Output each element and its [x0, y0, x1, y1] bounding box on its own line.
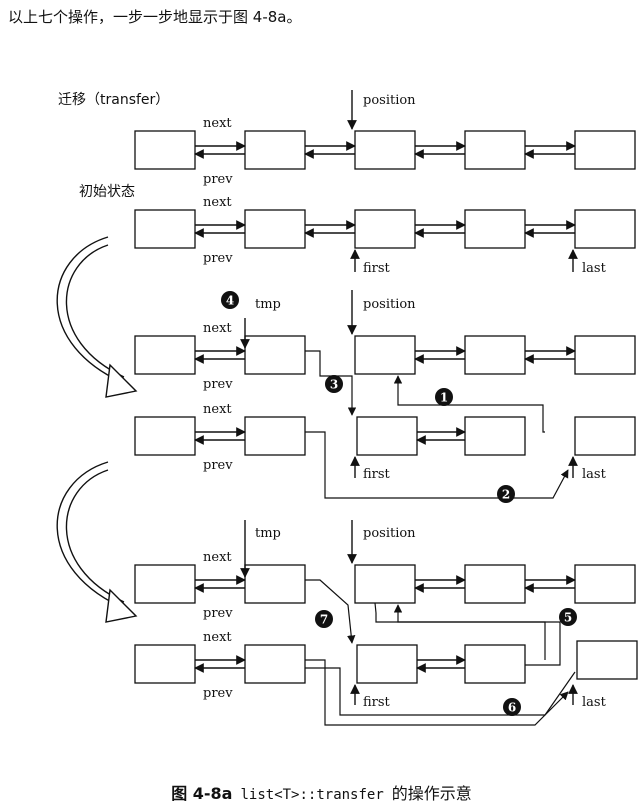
step1-path [393, 375, 545, 433]
row2-node-3 [464, 209, 526, 249]
step-curve-1-head [105, 363, 138, 398]
step5-path-b [374, 602, 561, 666]
row1-node-3 [464, 130, 526, 170]
step-curve-1 [56, 236, 129, 386]
next-label-row4: next [203, 402, 232, 417]
badge-1 [435, 388, 453, 406]
row3-tmp-label: tmp [255, 297, 281, 312]
row4-node-0 [134, 416, 196, 456]
row2-node-2 [354, 209, 416, 249]
step-curve-1-inner [65, 244, 125, 378]
badge-3 [325, 375, 343, 393]
row3-node-0 [134, 335, 196, 375]
step2-path [305, 431, 569, 499]
intro-text: 以上七个操作，一步一步地显示于图 4-8a。 [8, 8, 302, 26]
prev-label-row2: prev [203, 251, 233, 266]
badge-6-number: 6 [508, 701, 516, 715]
row4-first-label: first [363, 467, 391, 482]
row1-node-0 [134, 130, 196, 170]
row1-node-4 [574, 130, 636, 170]
badge-2-number: 2 [502, 488, 510, 502]
row6-last-label: last [582, 695, 607, 710]
row5-position-label: position [363, 526, 416, 541]
caption-code: list<T>::transfer [240, 787, 384, 803]
row4-node-3 [464, 416, 526, 456]
row2-node-1 [244, 209, 306, 249]
badge-4-number: 4 [226, 294, 234, 308]
row2-last-label: last [582, 261, 607, 276]
row2-node-4 [574, 209, 636, 249]
badge-7 [315, 610, 333, 628]
step-curves [56, 236, 138, 623]
step-curve-2-head [105, 588, 138, 623]
prev-label-row4: prev [203, 458, 233, 473]
badge-3-number: 3 [330, 378, 338, 392]
badge-5 [559, 608, 577, 626]
list-nodes [134, 130, 638, 684]
step7-path [305, 579, 356, 644]
next-label-row6: next [203, 630, 232, 645]
prev-label-row3: prev [203, 377, 233, 392]
next-label-row2: next [203, 195, 232, 210]
badge-5-number: 5 [564, 611, 572, 625]
row2-first-label: first [363, 261, 391, 276]
row3-node-3 [464, 335, 526, 375]
step-curve-2-inner [65, 469, 125, 603]
row6-node-1 [244, 644, 306, 684]
prev-label-row1: prev [203, 172, 233, 187]
row6-first-label: first [363, 695, 391, 710]
row2-node-0 [134, 209, 196, 249]
row6-node-4 [576, 640, 638, 680]
row4-node-2 [356, 416, 418, 456]
transfer-paths [305, 350, 576, 726]
row4-node-4 [574, 416, 636, 456]
badge-4 [221, 291, 239, 309]
row5-node-0 [134, 564, 196, 604]
figure-caption: 图 4-8a list<T>::transfer 的操作示意 [0, 780, 643, 804]
badge-6 [503, 698, 521, 716]
row1-node-1 [244, 130, 306, 170]
row3-node-2 [354, 335, 416, 375]
badge-7-number: 7 [320, 613, 328, 627]
prev-label-row6: prev [203, 686, 233, 701]
row5-node-3 [464, 564, 526, 604]
row6-node-2 [356, 644, 418, 684]
row6-node-0 [134, 644, 196, 684]
row3-node-1 [244, 335, 306, 375]
row1-node-2 [354, 130, 416, 170]
step6-path-b [305, 667, 576, 716]
figure-number: 图 4-8a [171, 784, 233, 803]
row3-position-label: position [363, 297, 416, 312]
row3-node-4 [574, 335, 636, 375]
next-label-row3: next [203, 321, 232, 336]
initial-state-label: 初始状态 [79, 183, 135, 200]
badge-1-number: 1 [440, 391, 448, 405]
diagram-labels: 迁移（transfer） next prev position 初始状态 next prev… [58, 92, 607, 710]
row5-tmp-label: tmp [255, 526, 281, 541]
next-label-row1: next [203, 116, 232, 131]
row4-last-label: last [582, 467, 607, 482]
row5-node-4 [574, 564, 636, 604]
row1-position-label: position [363, 93, 416, 108]
node-links [194, 90, 578, 705]
caption-suffix: 的操作示意 [391, 784, 472, 803]
row5-node-2 [354, 564, 416, 604]
step-curve-2 [56, 461, 129, 611]
step3-path [305, 350, 357, 416]
step-badges: 4 3 1 2 7 5 6 [221, 291, 577, 716]
row6-node-3 [464, 644, 526, 684]
transfer-title: 迁移（transfer） [58, 92, 169, 108]
prev-label-row5: prev [203, 606, 233, 621]
badge-2 [497, 485, 515, 503]
next-label-row5: next [203, 550, 232, 565]
row5-node-1 [244, 564, 306, 604]
row4-node-1 [244, 416, 306, 456]
